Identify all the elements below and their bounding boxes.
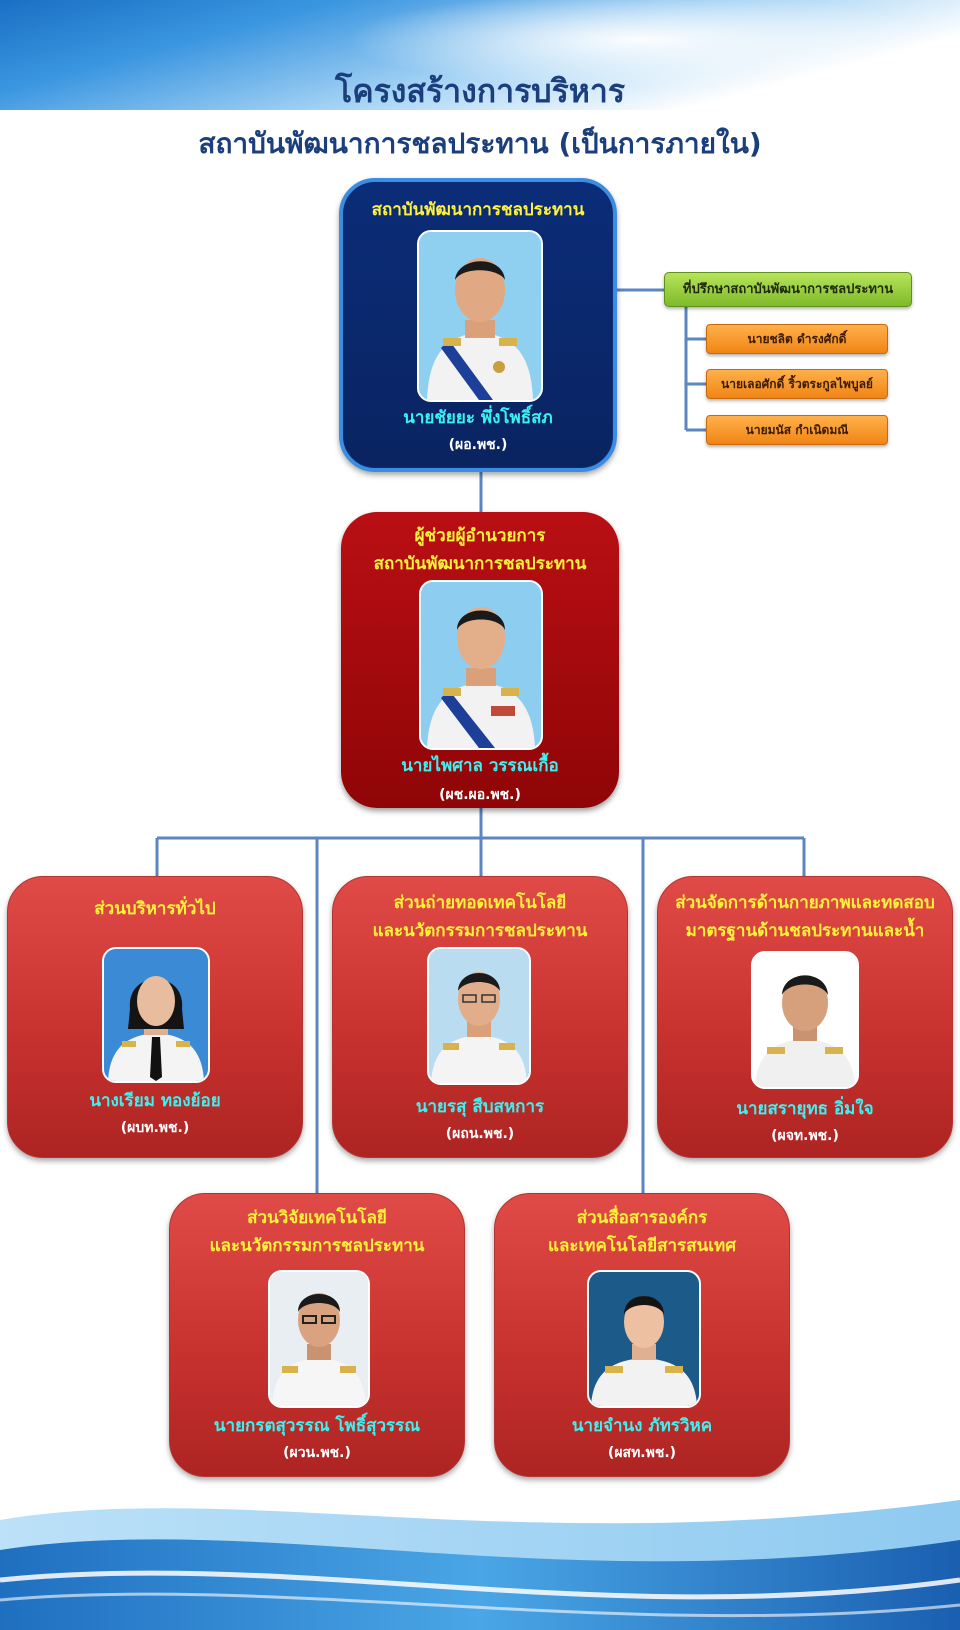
division-head-code: (ผสท.พช.) xyxy=(607,1445,677,1461)
division-box: ส่วนสื่อสารองค์กร และเทคโนโลยีสารสนเทศ น… xyxy=(494,1193,790,1477)
director-unit-title: สถาบันพัฒนาการชลประทาน xyxy=(371,200,585,220)
division-title: ส่วนวิจัยเทคโนโลยี และนวัตกรรมการชลประทา… xyxy=(209,1208,425,1256)
header-background xyxy=(0,0,960,110)
division-box: ส่วนวิจัยเทคโนโลยี และนวัตกรรมการชลประทา… xyxy=(169,1193,465,1477)
footer-wave-background xyxy=(0,1480,960,1630)
division-head-name: นางเรียม ทองย้อย xyxy=(89,1091,221,1111)
division-photo xyxy=(102,947,210,1083)
division-photo xyxy=(587,1270,701,1408)
person-portrait-icon xyxy=(104,949,208,1081)
division-head-name: นายสรายุทธ อิ่มใจ xyxy=(736,1099,874,1119)
division-photo xyxy=(268,1270,370,1408)
advisor-group-title: ที่ปรึกษาสถาบันพัฒนาการชลประทาน xyxy=(664,272,912,307)
director-name: นายชัยยะ พึ่งโพธิ์สภ xyxy=(403,408,553,428)
advisor-item: นายเลอศักดิ์ ริ้วตระกูลไพบูลย์ xyxy=(706,369,888,399)
assistant-director-box: ผู้ช่วยผู้อำนวยการ สถาบันพัฒนาการชลประทา… xyxy=(341,512,619,808)
division-box: ส่วนจัดการด้านกายภาพและทดสอบ มาตรฐานด้าน… xyxy=(657,876,953,1158)
division-title: ส่วนถ่ายทอดเทคโนโลยี และนวัตกรรมการชลประ… xyxy=(372,893,588,941)
advisor-item: นายชลิต ดำรงศักดิ์ xyxy=(706,324,888,354)
division-photo xyxy=(751,951,859,1089)
director-box: สถาบันพัฒนาการชลประทาน นายชัยยะ พึ่งโพธิ… xyxy=(339,178,617,472)
division-title: ส่วนจัดการด้านกายภาพและทดสอบ มาตรฐานด้าน… xyxy=(675,893,935,941)
person-portrait-icon xyxy=(589,1272,699,1406)
person-portrait-icon xyxy=(421,582,541,748)
assistant-name: นายไพศาล วรรณเกื้อ xyxy=(401,756,559,776)
division-box: ส่วนบริหารทั่วไป นางเรียม ทองย้อย (ผบท.พ… xyxy=(7,876,303,1158)
division-title: ส่วนสื่อสารองค์กร และเทคโนโลยีสารสนเทศ xyxy=(547,1208,736,1256)
division-head-code: (ผจท.พช.) xyxy=(771,1128,839,1144)
division-head-name: นายรสุ สืบสหการ xyxy=(415,1097,545,1117)
person-portrait-icon xyxy=(419,232,541,400)
division-head-name: นายจำนง ภัทรวิหค xyxy=(571,1416,713,1436)
advisor-item: นายมนัส กำเนิดมณี xyxy=(706,415,888,445)
director-photo xyxy=(417,230,543,402)
division-head-name: นายกรตสุวรรณ โพธิ์สุวรรณ xyxy=(213,1416,421,1436)
person-portrait-icon xyxy=(429,949,529,1083)
assistant-photo xyxy=(419,580,543,750)
assistant-title: ผู้ช่วยผู้อำนวยการ สถาบันพัฒนาการชลประทา… xyxy=(373,526,587,574)
person-portrait-icon xyxy=(270,1272,368,1406)
division-head-code: (ผวน.พช.) xyxy=(283,1445,351,1461)
director-code: (ผอ.พช.) xyxy=(448,437,508,453)
division-head-code: (ผบท.พช.) xyxy=(120,1120,190,1136)
division-box: ส่วนถ่ายทอดเทคโนโลยี และนวัตกรรมการชลประ… xyxy=(332,876,628,1158)
division-photo xyxy=(427,947,531,1085)
assistant-code: (ผช.ผอ.พช.) xyxy=(439,787,521,803)
person-portrait-icon xyxy=(753,953,857,1087)
division-head-code: (ผถน.พช.) xyxy=(445,1126,515,1142)
division-title: ส่วนบริหารทั่วไป xyxy=(94,899,216,919)
page-title: โครงสร้างการบริหาร xyxy=(335,72,625,110)
page-subtitle: สถาบันพัฒนาการชลประทาน (เป็นการภายใน) xyxy=(198,127,762,160)
